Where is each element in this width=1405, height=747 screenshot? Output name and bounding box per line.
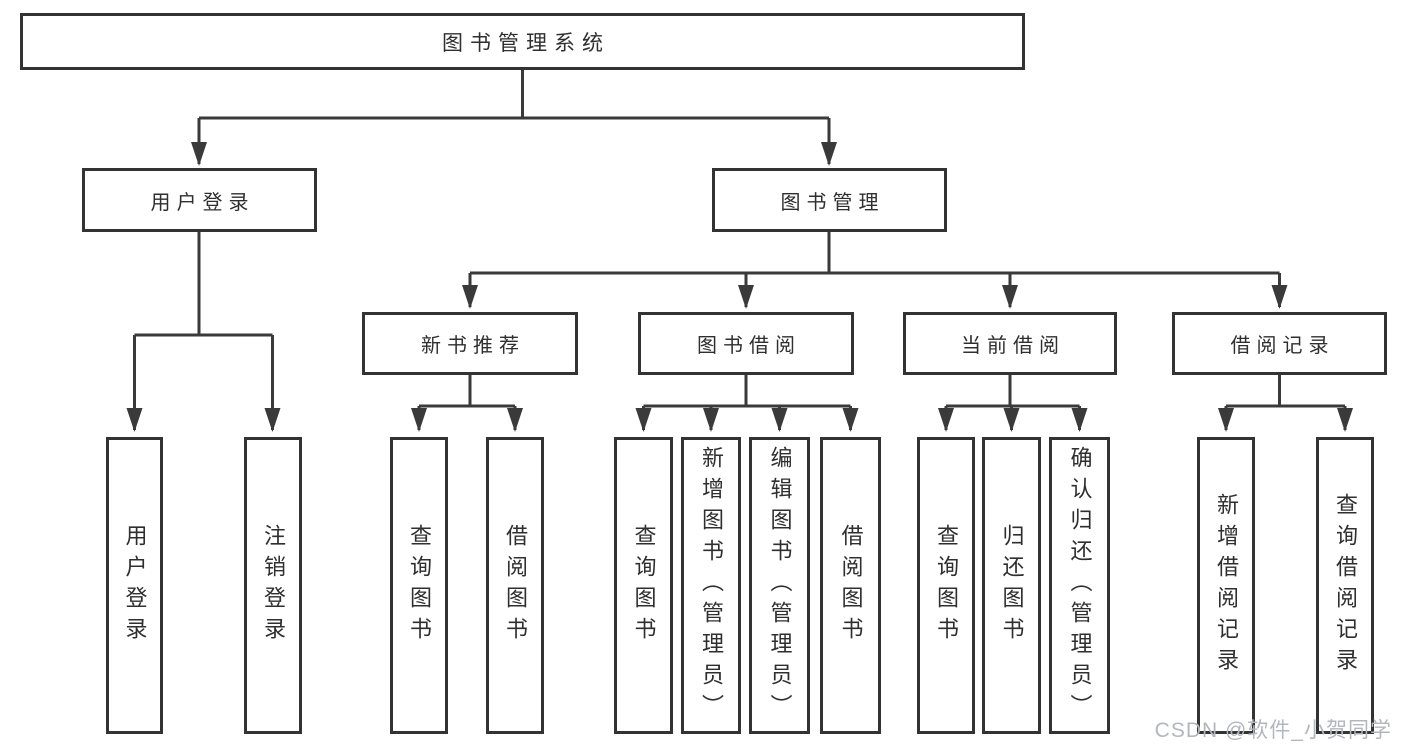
node-label: 当前借阅	[961, 335, 1065, 357]
leaf-label: 借阅图书	[503, 523, 528, 648]
leaf-query-books-current: 查询图书	[917, 437, 975, 734]
leaf-label: 查询图书	[934, 523, 959, 648]
leaf-edit-book-admin: 编辑图书（管理员）	[749, 437, 810, 734]
leaf-label: 确认归还（管理员）	[1067, 446, 1093, 725]
leaf-label: 新增图书（管理员）	[699, 446, 724, 725]
node-label: 用户登录	[150, 191, 255, 214]
leaf-query-books-recommend: 查询图书	[390, 437, 448, 734]
leaf-label: 新增借阅记录	[1214, 492, 1239, 679]
node-label: 新书推荐	[421, 335, 525, 357]
node-label: 图书管理	[780, 191, 885, 214]
leaf-label: 编辑图书（管理员）	[767, 446, 793, 725]
csdn-watermark: CSDN @软件_小贺同学	[1154, 719, 1392, 742]
leaf-confirm-return-admin: 确认归还（管理员）	[1049, 437, 1110, 734]
node-label: 借阅记录	[1230, 335, 1335, 357]
node-user-login: 用户登录	[82, 168, 317, 232]
leaf-add-book-admin: 新增图书（管理员）	[681, 437, 741, 734]
leaf-return-books: 归还图书	[982, 437, 1041, 734]
leaf-borrow-books-recommend: 借阅图书	[486, 437, 544, 734]
node-book-management: 图书管理	[712, 168, 947, 232]
leaf-label: 用户登录	[122, 523, 148, 648]
leaf-label: 归还图书	[999, 523, 1025, 648]
node-new-book-recommendation: 新书推荐	[362, 312, 578, 375]
leaf-label: 借阅图书	[838, 523, 864, 648]
node-label: 图书管理系统	[442, 31, 610, 55]
leaf-user-login: 用户登录	[106, 437, 163, 734]
node-label: 图书借阅	[697, 335, 801, 357]
leaf-label: 注销登录	[261, 523, 286, 648]
node-book-borrowing: 图书借阅	[638, 312, 854, 375]
node-library-management-system: 图书管理系统	[20, 13, 1025, 70]
leaf-add-borrow-record: 新增借阅记录	[1197, 437, 1255, 734]
node-borrowing-records: 借阅记录	[1172, 312, 1387, 375]
leaf-query-borrow-record: 查询借阅记录	[1316, 437, 1374, 734]
leaf-label: 查询借阅记录	[1333, 492, 1358, 679]
leaf-logout: 注销登录	[244, 437, 302, 734]
leaf-query-books-borrowing: 查询图书	[614, 437, 673, 734]
leaf-label: 查询图书	[407, 523, 432, 648]
leaf-borrow-books-borrowing: 借阅图书	[820, 437, 881, 734]
node-current-borrowing: 当前借阅	[903, 312, 1117, 375]
leaf-label: 查询图书	[631, 523, 657, 648]
